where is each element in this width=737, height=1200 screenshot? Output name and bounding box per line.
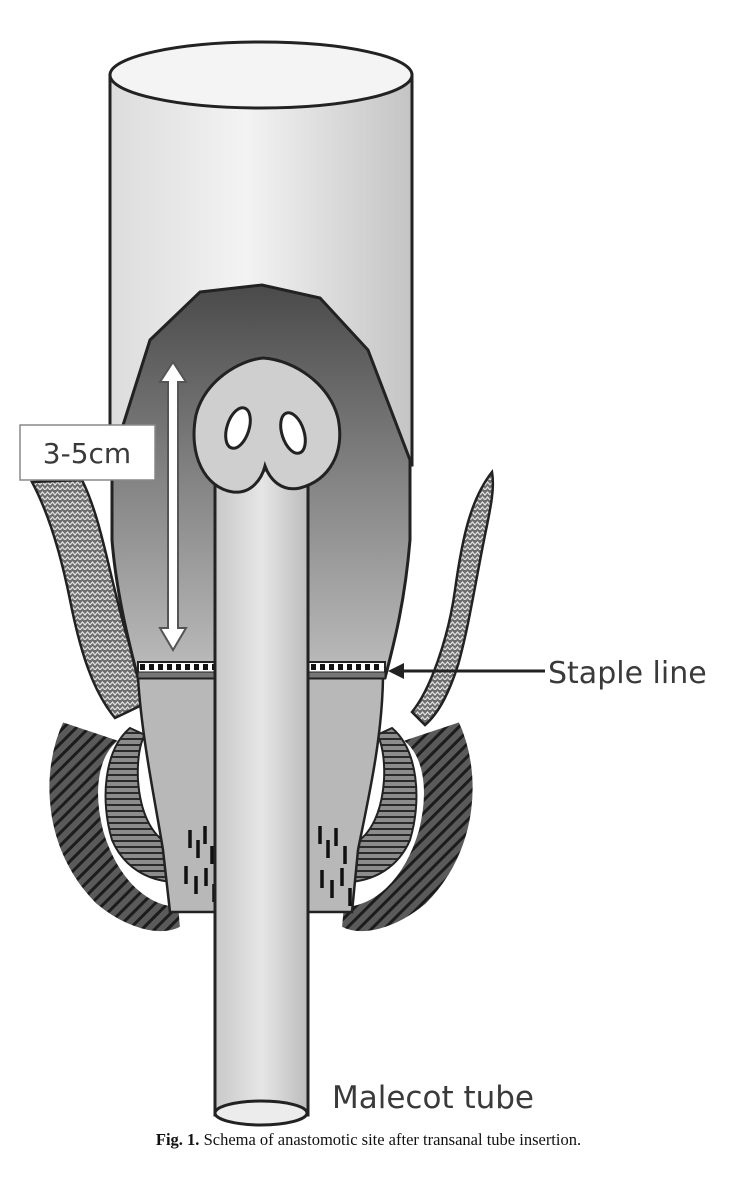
malecot-tube-label: Malecot tube (332, 1080, 534, 1116)
svg-text:3-5cm: 3-5cm (43, 437, 131, 470)
malecot-tube (192, 356, 342, 1127)
caption-text: Schema of anastomotic site after transan… (199, 1130, 582, 1149)
distance-arrow (158, 360, 188, 652)
figure-caption: Fig. 1. Schema of anastomotic site after… (0, 1130, 737, 1150)
staple-line-label: Staple line (548, 656, 707, 691)
external-sphincter (45, 717, 477, 936)
caption-prefix: Fig. 1. (155, 1130, 200, 1149)
distance-label: 3-5cm (19, 424, 156, 481)
staple-line-pointer (388, 663, 545, 679)
levator-muscle (29, 468, 495, 727)
